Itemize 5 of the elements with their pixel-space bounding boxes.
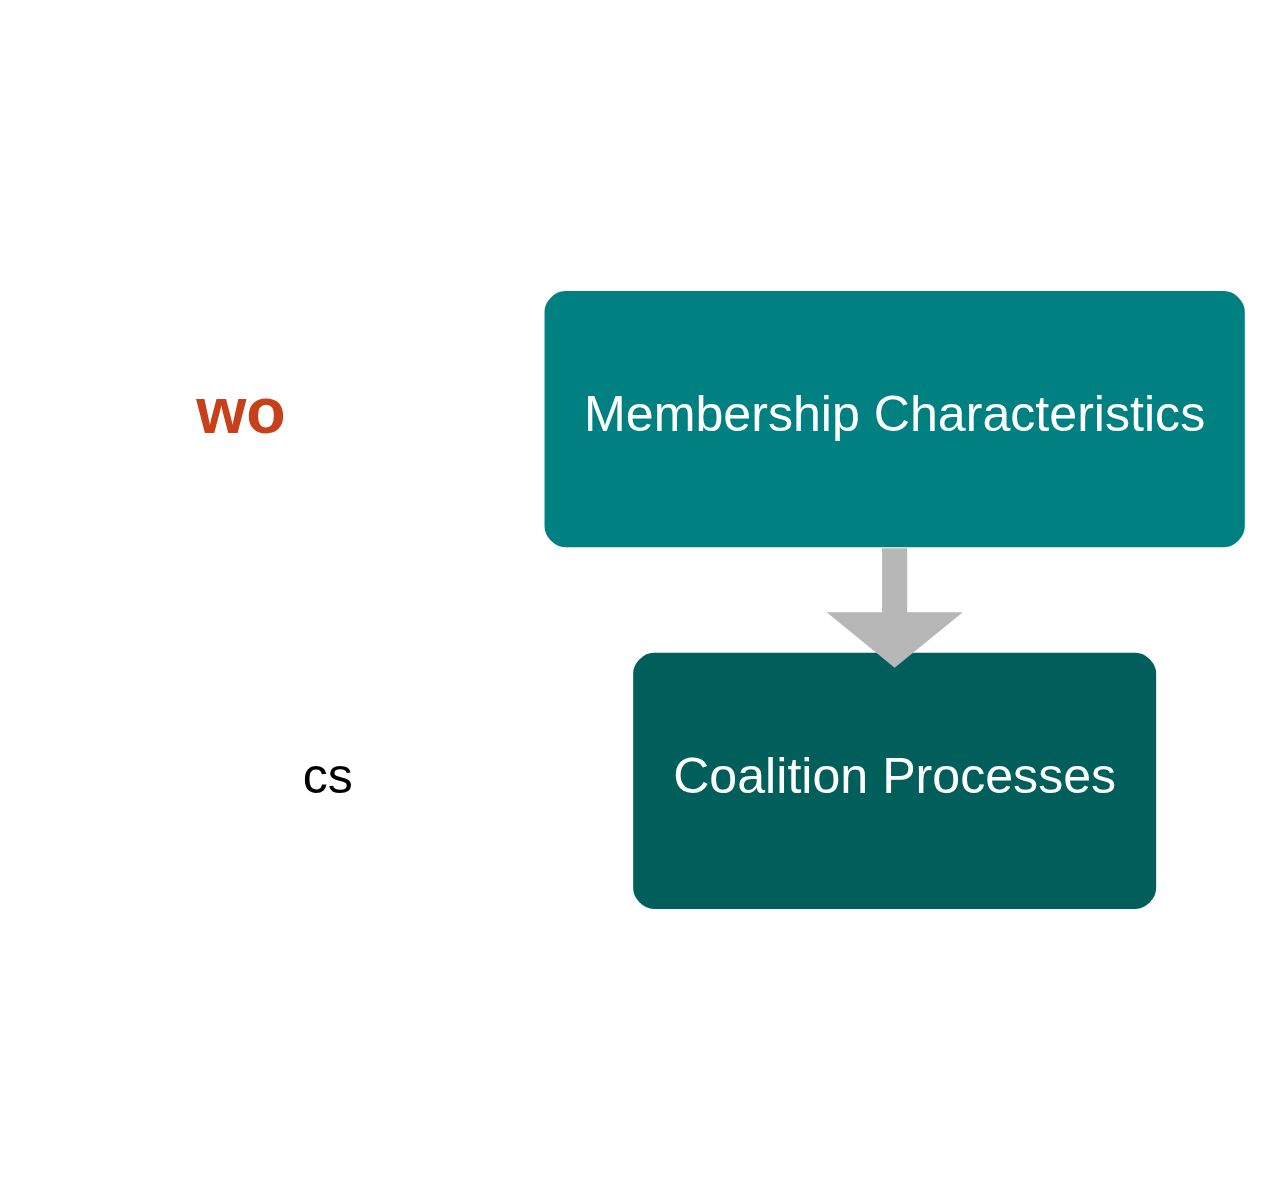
label: wo: [196, 374, 286, 447]
node-box: Coalition Processes: [631, 650, 1158, 911]
label: cs: [302, 747, 353, 804]
arrow: [826, 547, 963, 668]
node-box: Membership Characteristics: [542, 288, 1247, 549]
